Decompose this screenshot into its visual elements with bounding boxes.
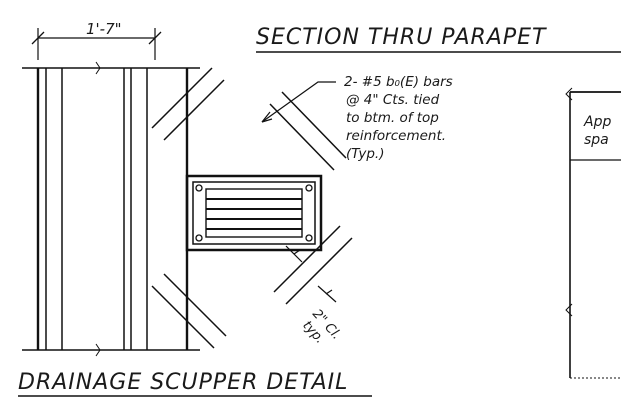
bar-note: 2- #5 b₀(E) bars @ 4" Cts. tied to btm. … xyxy=(344,74,453,162)
bar-note-line: to btm. of top xyxy=(346,110,439,126)
clearance-note: 2" Cl. typ. xyxy=(299,307,344,347)
detail-title: DRAINAGE SCUPPER DETAIL xyxy=(18,370,348,395)
adjacent-detail-box xyxy=(565,87,621,379)
bar-note-line: 2- #5 b₀(E) bars xyxy=(344,74,453,90)
bar-note-line: reinforcement. xyxy=(346,128,446,144)
bar-note-leader xyxy=(261,81,336,123)
side-note-line: App xyxy=(583,114,611,130)
diagonal-rebars xyxy=(151,67,353,349)
parapet-wall xyxy=(22,61,200,357)
bar-note-line: @ 4" Cts. tied xyxy=(346,92,440,108)
parapet-section-title: SECTION THRU PARAPET xyxy=(256,25,547,50)
bar-note-line: (Typ.) xyxy=(346,146,384,162)
clearance-dimension xyxy=(285,245,337,303)
width-dimension-label: 1'-7" xyxy=(86,20,122,38)
side-note-line: spa xyxy=(584,132,609,148)
scupper-grate xyxy=(185,174,323,252)
width-dimension: 1'-7" xyxy=(31,20,162,60)
